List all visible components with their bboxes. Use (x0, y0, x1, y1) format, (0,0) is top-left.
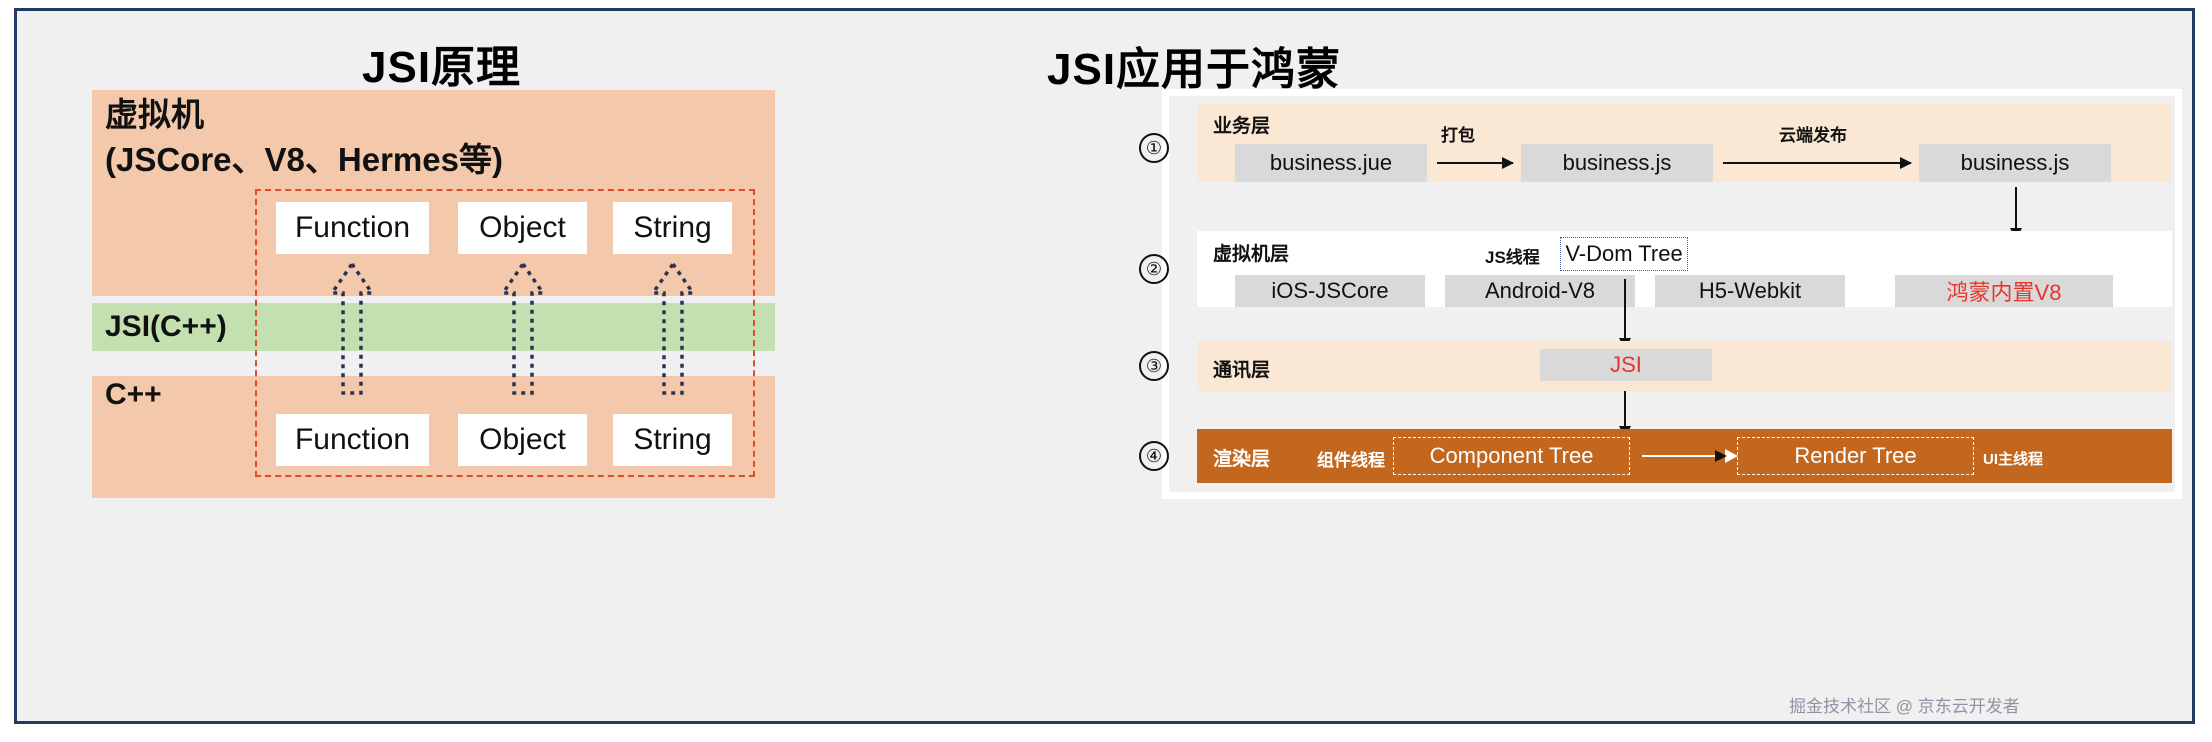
left-panel-title: JSI原理 (362, 43, 522, 92)
arrow-bundle-icon (1437, 157, 1514, 169)
node-v-dom-tree[interactable]: V-Dom Tree (1560, 237, 1688, 271)
engine-android-v8[interactable]: Android-V8 (1445, 275, 1635, 307)
engine-harmony-builtin-v8[interactable]: 鸿蒙内置V8 (1895, 275, 2113, 307)
cpp-type-box-string[interactable]: String (613, 414, 732, 466)
binding-arrow-string-icon (650, 261, 696, 395)
band-virtual-machine (92, 90, 775, 296)
band-jsi (92, 303, 775, 351)
node-business-js-published[interactable]: business.js (1919, 144, 2111, 182)
arrow-business-to-vm-icon (2010, 187, 2022, 240)
band-label-jsi: JSI(C++) (105, 310, 227, 343)
edge-label-bundle: 打包 (1441, 126, 1475, 145)
engine-ios-jscore[interactable]: iOS-JSCore (1235, 275, 1425, 307)
arrow-component-to-render-icon (1642, 449, 1738, 463)
vm-layer-label: 虚拟机层 (1213, 244, 1290, 265)
node-jsi[interactable]: JSI (1540, 349, 1712, 381)
edge-label-cloud-publish: 云端发布 (1779, 126, 1847, 145)
engine-h5-webkit[interactable]: H5-Webkit (1655, 275, 1845, 307)
js-thread-label: JS线程 (1485, 248, 1540, 267)
business-layer-label: 业务层 (1213, 116, 1271, 137)
vm-type-box-string[interactable]: String (613, 202, 732, 254)
step-number-1: ① (1139, 133, 1169, 163)
ui-main-thread-label: UI主线程 (1983, 451, 2044, 468)
comm-layer-label: 通讯层 (1213, 360, 1271, 381)
band-label-cpp: C++ (105, 378, 162, 411)
vm-type-box-function[interactable]: Function (276, 202, 429, 254)
cpp-type-box-function[interactable]: Function (276, 414, 429, 466)
component-thread-label: 组件线程 (1317, 451, 1385, 470)
node-render-tree[interactable]: Render Tree (1737, 437, 1974, 475)
node-business-js-bundled[interactable]: business.js (1521, 144, 1713, 182)
step-number-2: ② (1139, 254, 1169, 284)
watermark-text: 掘金技术社区 @ 京东云开发者 (1789, 697, 2020, 716)
jsi-bridge-dashed-group (255, 189, 755, 477)
right-panel-title: JSI应用于鸿蒙 (1047, 45, 1342, 94)
cpp-type-box-object[interactable]: Object (458, 414, 587, 466)
band-label-virtual-machine: 虚拟机 (JSCore、V8、Hermes等) (105, 96, 503, 178)
arrow-cloud-publish-icon (1723, 157, 1912, 169)
vm-type-box-object[interactable]: Object (458, 202, 587, 254)
arrow-vm-to-comm-icon (1619, 279, 1631, 350)
node-component-tree[interactable]: Component Tree (1393, 437, 1630, 475)
arrow-comm-to-render-icon (1619, 391, 1631, 438)
slide-frame: JSI原理 虚拟机 (JSCore、V8、Hermes等) JSI(C++) C… (14, 8, 2195, 724)
binding-arrow-object-icon (500, 261, 546, 395)
render-layer-label: 渲染层 (1213, 449, 1271, 470)
step-number-4: ④ (1139, 441, 1169, 471)
node-business-jue[interactable]: business.jue (1235, 144, 1427, 182)
binding-arrow-function-icon (329, 261, 375, 395)
step-number-3: ③ (1139, 351, 1169, 381)
